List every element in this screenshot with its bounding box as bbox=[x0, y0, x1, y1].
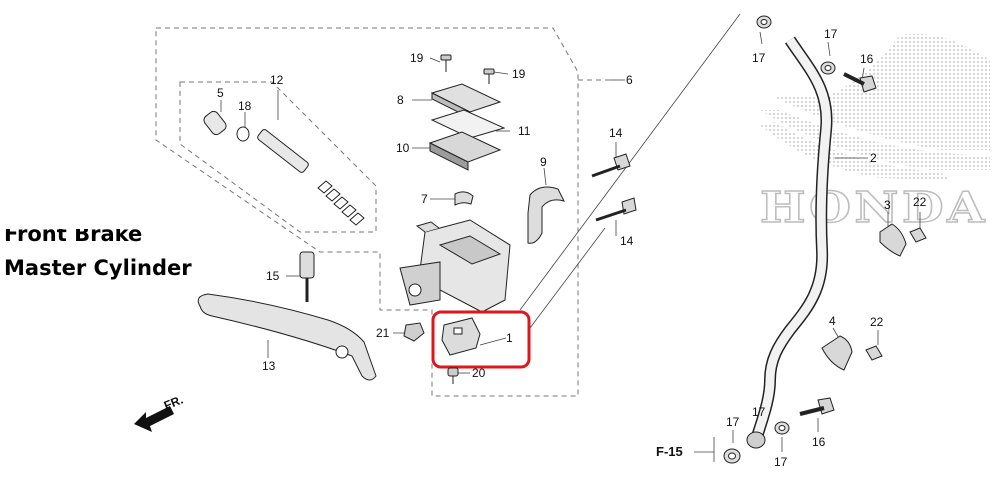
part-label-17b: 17 bbox=[824, 27, 838, 41]
part-label-22a: 22 bbox=[913, 195, 927, 209]
part-label-21: 21 bbox=[376, 326, 390, 340]
hose-clamps bbox=[821, 223, 927, 371]
hose-washers bbox=[723, 15, 836, 464]
highlight-box bbox=[431, 310, 531, 369]
front-direction-label: FR. bbox=[162, 393, 185, 413]
piston-assembly bbox=[203, 110, 365, 226]
part-label-17a: 17 bbox=[752, 51, 766, 65]
title-line-2: Master Cylinder bbox=[4, 256, 192, 280]
part-label-9: 9 bbox=[540, 155, 547, 169]
part-label-16b: 16 bbox=[812, 435, 826, 449]
part-label-20: 20 bbox=[472, 366, 486, 380]
assembly-outline bbox=[155, 27, 610, 397]
part-label-4: 4 bbox=[829, 314, 836, 328]
title-line-1: Front Brake bbox=[4, 222, 143, 246]
page-reference-label: F-15 bbox=[656, 444, 683, 459]
part-label-16a: 16 bbox=[860, 52, 874, 66]
switch-screw bbox=[447, 367, 459, 384]
part-label-2: 2 bbox=[870, 151, 877, 165]
brake-hose bbox=[750, 36, 833, 442]
part-label-5: 5 bbox=[217, 86, 224, 100]
part-label-14b: 14 bbox=[620, 234, 634, 248]
brake-light-switch bbox=[441, 317, 481, 356]
part-label-15: 15 bbox=[266, 269, 280, 283]
part-label-13: 13 bbox=[262, 359, 276, 373]
part-label-19b: 19 bbox=[512, 67, 526, 81]
leader-lines bbox=[220, 13, 921, 462]
part-label-17c: 17 bbox=[726, 415, 740, 429]
part-label-12: 12 bbox=[270, 73, 284, 87]
handlebar-clamp bbox=[527, 186, 565, 244]
part-label-17e: 17 bbox=[752, 405, 766, 419]
part-label-7: 7 bbox=[421, 192, 428, 206]
honda-logo-text: HONDA bbox=[760, 183, 988, 232]
banjo-bolts bbox=[799, 72, 877, 416]
reservoir-cap-stack bbox=[428, 83, 506, 171]
part-label-6: 6 bbox=[626, 73, 633, 87]
cap-screws bbox=[440, 54, 495, 84]
part-label-1: 1 bbox=[506, 331, 513, 345]
diaphragm-plate bbox=[454, 191, 474, 206]
pivot-nut bbox=[403, 322, 425, 342]
part-label-19a: 19 bbox=[410, 51, 424, 65]
part-label-3: 3 bbox=[884, 198, 891, 212]
part-label-14a: 14 bbox=[609, 126, 623, 140]
front-direction-arrow: FR. bbox=[134, 393, 185, 432]
part-labels: 1 2 3 4 5 6 7 8 9 10 11 12 13 14 14 15 1… bbox=[217, 27, 927, 469]
part-label-8: 8 bbox=[397, 93, 404, 107]
clamp-bolts bbox=[591, 153, 637, 222]
part-label-11: 11 bbox=[518, 124, 531, 138]
page-reference: F-15 bbox=[656, 444, 683, 459]
part-label-22b: 22 bbox=[870, 315, 884, 329]
master-cylinder-body bbox=[399, 219, 511, 313]
brake-lever bbox=[197, 293, 377, 381]
pivot-bolt bbox=[299, 251, 315, 302]
part-label-18: 18 bbox=[238, 99, 252, 113]
part-label-17d: 17 bbox=[774, 455, 788, 469]
honda-wing-logo: HONDA bbox=[759, 33, 990, 233]
part-label-10: 10 bbox=[396, 141, 410, 155]
